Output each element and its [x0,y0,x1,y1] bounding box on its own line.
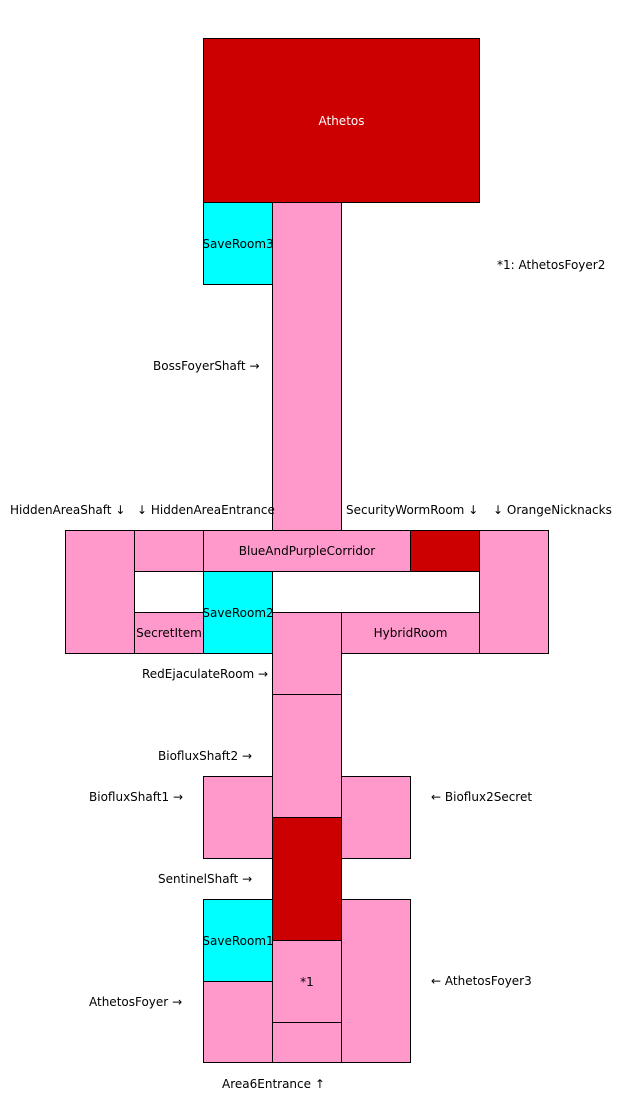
room-athetos-foyer-2: *1 [272,940,342,1023]
room-label-blue-and-purple-corridor: BlueAndPurpleCorridor [238,544,376,558]
label-red-ejaculate-room: RedEjaculateRoom → [142,667,268,681]
room-bioflux-2-secret [341,776,411,859]
arrow-right-icon: → [242,872,253,886]
room-hidden-area-shaft [65,530,135,654]
room-save-room-3: SaveRoom3 [202,202,274,285]
label-hidden-area-shaft: HiddenAreaShaft ↓ [10,503,125,517]
room-label-hybrid-room: HybridRoom [373,626,448,640]
label-bioflux-shaft-1-text: BiofluxShaft1 [89,790,170,804]
room-secret-item: SecretItem [134,612,204,654]
label-hidden-area-entrance-text: HiddenAreaEntrance [150,503,275,517]
arrow-right-icon: → [172,995,183,1009]
room-save-room-2: SaveRoom2 [202,571,274,654]
arrow-right-icon: → [258,667,269,681]
room-security-worm-room [410,530,480,572]
room-blue-and-purple-corridor: BlueAndPurpleCorridor [203,530,411,572]
room-save-room-1: SaveRoom1 [202,899,274,982]
arrow-down-icon: ↓ [468,503,479,517]
room-athetos: Athetos [203,38,480,203]
arrow-left-icon: ← [431,974,442,988]
label-athetos-foyer-3: ← AthetosFoyer3 [431,974,532,988]
arrow-right-icon: → [241,749,252,763]
label-bioflux-2-secret: ← Bioflux2Secret [431,790,532,804]
label-sentinel-shaft-text: SentinelShaft [158,872,239,886]
label-security-worm-room-text: SecurityWormRoom [346,503,465,517]
label-red-ejaculate-room-text: RedEjaculateRoom [142,667,255,681]
arrow-right-icon: → [249,359,260,373]
footnote-athetos-foyer-2: *1: AthetosFoyer2 [497,258,605,272]
arrow-right-icon: → [172,790,183,804]
label-bioflux-shaft-2: BiofluxShaft2 → [158,749,252,763]
room-athetos-foyer [203,981,273,1063]
label-security-worm-room: SecurityWormRoom ↓ [346,503,478,517]
label-area6-entrance: Area6Entrance ↑ [222,1077,325,1091]
room-label-save-room-3: SaveRoom3 [202,236,274,251]
room-hidden-area-entrance [134,530,204,572]
footnote-text: *1: AthetosFoyer2 [497,258,606,272]
room-label-athetos: Athetos [318,113,365,128]
label-athetos-foyer-3-text: AthetosFoyer3 [444,974,532,988]
room-label-athetos-foyer-2-marker: *1 [300,974,314,989]
label-sentinel-shaft: SentinelShaft → [158,872,252,886]
label-hidden-area-entrance: ↓ HiddenAreaEntrance [137,503,275,517]
label-athetos-foyer: AthetosFoyer → [89,995,182,1009]
arrow-down-icon: ↓ [493,503,504,517]
room-red-ejaculate-room [272,612,342,695]
room-label-save-room-1: SaveRoom1 [202,933,274,948]
room-sentinel-shaft [272,817,342,941]
label-boss-foyer-shaft-text: BossFoyerShaft [153,359,246,373]
label-hidden-area-shaft-text: HiddenAreaShaft [10,503,112,517]
label-area6-entrance-text: Area6Entrance [222,1077,312,1091]
room-athetos-foyer-3 [341,899,411,1063]
label-bioflux-shaft-2-text: BiofluxShaft2 [158,749,239,763]
room-boss-foyer-shaft [272,202,342,531]
room-label-secret-item: SecretItem [136,626,202,640]
room-bioflux-shaft-1 [203,776,273,859]
label-bioflux-2-secret-text: Bioflux2Secret [444,790,533,804]
arrow-down-icon: ↓ [115,503,126,517]
room-area6-entrance [272,1022,342,1063]
label-boss-foyer-shaft: BossFoyerShaft → [153,359,260,373]
label-orange-nicknacks: ↓ OrangeNicknacks [493,503,612,517]
arrow-left-icon: ← [431,790,442,804]
arrow-down-icon: ↓ [137,503,148,517]
label-bioflux-shaft-1: BiofluxShaft1 → [89,790,183,804]
room-bioflux-shaft-2 [272,694,342,818]
room-label-save-room-2: SaveRoom2 [202,605,274,620]
room-orange-nicknacks [479,530,549,654]
room-hybrid-room: HybridRoom [341,612,480,654]
arrow-up-icon: ↑ [314,1077,325,1091]
label-orange-nicknacks-text: OrangeNicknacks [506,503,612,517]
label-athetos-foyer-text: AthetosFoyer [89,995,169,1009]
